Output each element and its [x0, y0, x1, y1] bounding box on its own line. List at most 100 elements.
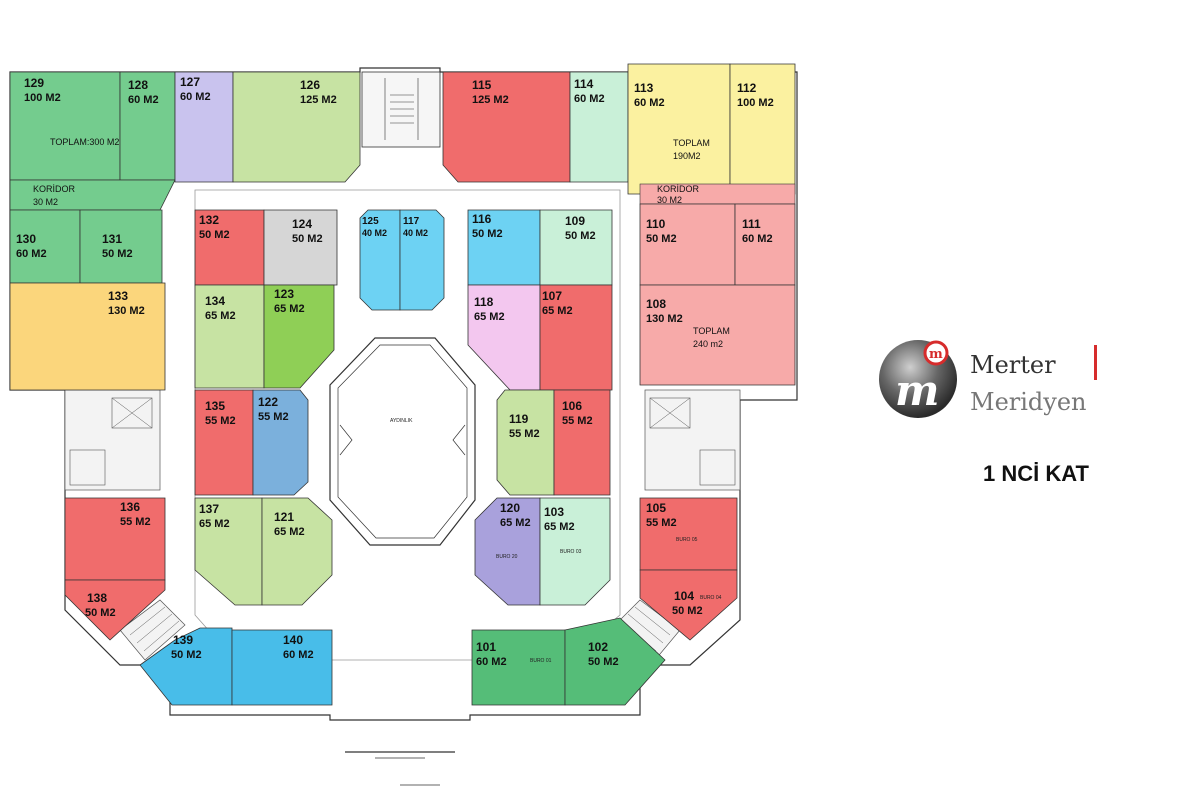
- unit-area: 65 M2: [205, 310, 236, 322]
- unit-number: 122: [258, 395, 278, 409]
- unit-area: 50 M2: [171, 649, 202, 661]
- unit-area: 50 M2: [199, 229, 230, 241]
- unit-126[interactable]: 126 125 M2: [232, 71, 361, 183]
- unit-area: 65 M2: [274, 303, 305, 315]
- unit-107[interactable]: 107 65 M2: [539, 284, 613, 391]
- unit-139[interactable]: 139 50 M2: [139, 627, 233, 706]
- unit-139-shape: [139, 627, 233, 706]
- unit-130[interactable]: 130 60 M2: [9, 209, 81, 284]
- unit-area: 60 M2: [476, 656, 507, 668]
- unit-number: 115: [472, 78, 492, 92]
- unit-113[interactable]: 113 60 M2: [627, 63, 731, 195]
- unit-area: 125 M2: [300, 94, 337, 106]
- unit-number: 138: [87, 591, 107, 605]
- unit-117[interactable]: 117 40 M2: [399, 209, 445, 311]
- unit-area: 130 M2: [646, 313, 683, 325]
- logo-line-1: Merter: [970, 351, 1056, 379]
- unit-area: 40 M2: [403, 228, 428, 238]
- unit-area: 100 M2: [24, 92, 61, 104]
- unit-125[interactable]: 125 40 M2: [359, 209, 401, 311]
- unit-135[interactable]: 135 55 M2: [194, 389, 254, 496]
- merter-meridyen-logo: m m Merter Meridyen: [879, 340, 1097, 418]
- unit-131[interactable]: 131 50 M2: [79, 209, 163, 284]
- unit-115[interactable]: 115 125 M2: [442, 71, 571, 183]
- service-core-left: [64, 389, 161, 491]
- unit-105[interactable]: 105 55 M2 BURO 05: [639, 497, 738, 571]
- unit-area: 50 M2: [102, 248, 133, 260]
- unit-number: 118: [474, 295, 494, 309]
- unit-123[interactable]: 123 65 M2: [263, 284, 335, 389]
- buro-20-label: BURO 20: [496, 554, 518, 560]
- unit-number: 127: [180, 75, 200, 89]
- atrium: AYDINLIK: [329, 337, 476, 546]
- unit-107-shape: [539, 284, 613, 391]
- unit-124[interactable]: 124 50 M2: [263, 209, 338, 286]
- unit-number: 124: [292, 217, 312, 231]
- unit-111[interactable]: 111 60 M2: [734, 203, 796, 286]
- unit-138[interactable]: 138 50 M2: [64, 579, 166, 641]
- unit-112[interactable]: 112 100 M2: [729, 63, 796, 195]
- unit-127[interactable]: 127 60 M2: [174, 71, 234, 183]
- unit-area: 50 M2: [85, 607, 116, 619]
- unit-124-shape: [263, 209, 338, 286]
- unit-number: 126: [300, 78, 320, 92]
- unit-area: 50 M2: [672, 605, 703, 617]
- unit-128[interactable]: 128 60 M2: [119, 71, 176, 181]
- unit-area: 50 M2: [292, 233, 323, 245]
- unit-number: 128: [128, 78, 148, 92]
- unit-area: 55 M2: [258, 411, 289, 423]
- unit-114[interactable]: 114 60 M2: [569, 71, 629, 183]
- unit-132[interactable]: 132 50 M2: [194, 209, 265, 286]
- unit-119[interactable]: 119 55 M2: [496, 389, 555, 496]
- unit-number: 117: [403, 216, 420, 227]
- unit-area: 65 M2: [500, 517, 531, 529]
- unit-number: 112: [737, 81, 757, 95]
- unit-120[interactable]: 120 65 M2 BURO 20: [474, 497, 541, 606]
- unit-number: 116: [472, 212, 492, 226]
- toplam-left-label: TOPLAM:300 M2: [50, 137, 119, 147]
- unit-133[interactable]: 133 130 M2: [9, 282, 166, 391]
- unit-area: 60 M2: [180, 91, 211, 103]
- unit-area: 65 M2: [199, 518, 230, 530]
- unit-104[interactable]: 104 50 M2 BURO 04: [639, 569, 738, 641]
- unit-116[interactable]: 116 50 M2: [467, 209, 541, 286]
- unit-140[interactable]: 140 60 M2: [231, 629, 333, 706]
- unit-117-shape: [399, 209, 445, 311]
- unit-129[interactable]: 129 100 M2: [9, 71, 121, 181]
- unit-number: 107: [542, 289, 562, 303]
- entrance: [345, 751, 455, 786]
- unit-number: 114: [574, 77, 594, 91]
- unit-137[interactable]: 137 65 M2: [194, 497, 263, 606]
- unit-number: 103: [544, 505, 564, 519]
- floor-label: 1 NCİ KAT: [983, 461, 1089, 486]
- unit-103[interactable]: 103 65 M2 BURO 03: [539, 497, 611, 606]
- unit-number: 120: [500, 501, 520, 515]
- unit-area: 100 M2: [737, 97, 774, 109]
- unit-121[interactable]: 121 65 M2: [261, 497, 333, 606]
- unit-121-shape: [261, 497, 333, 606]
- unit-108[interactable]: 108 130 M2: [639, 284, 796, 386]
- logo-line-2: Meridyen: [970, 388, 1087, 416]
- unit-136[interactable]: 136 55 M2: [64, 497, 166, 581]
- unit-106[interactable]: 106 55 M2: [553, 389, 611, 496]
- unit-number: 133: [108, 289, 128, 303]
- unit-122-shape: [252, 389, 309, 496]
- unit-area: 65 M2: [542, 305, 573, 317]
- unit-122[interactable]: 122 55 M2: [252, 389, 309, 496]
- unit-102[interactable]: 102 50 M2: [564, 617, 666, 706]
- unit-area: 55 M2: [509, 428, 540, 440]
- unit-101[interactable]: 101 60 M2 BURO 01: [471, 629, 566, 706]
- unit-109[interactable]: 109 50 M2: [539, 209, 613, 286]
- unit-number: 111: [742, 217, 761, 231]
- unit-136-shape: [64, 497, 166, 581]
- unit-number: 130: [16, 232, 36, 246]
- unit-102-shape: [564, 617, 666, 706]
- unit-number: 104: [674, 589, 694, 603]
- unit-area: 60 M2: [283, 649, 314, 661]
- unit-area: 65 M2: [544, 521, 575, 533]
- unit-110[interactable]: 110 50 M2: [639, 203, 736, 286]
- koridor-right-label: KORİDOR: [657, 184, 700, 194]
- unit-134[interactable]: 134 65 M2: [194, 284, 265, 389]
- unit-area: 130 M2: [108, 305, 145, 317]
